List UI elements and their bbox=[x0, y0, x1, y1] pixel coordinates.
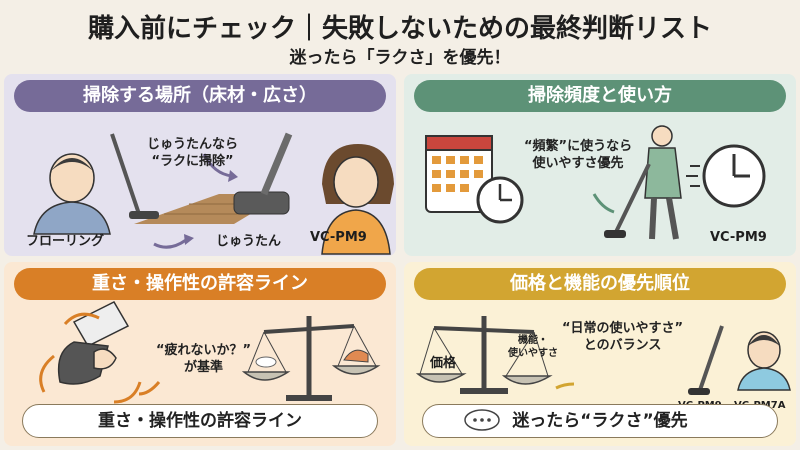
calendar-icon bbox=[425, 135, 493, 213]
frequency-illustration bbox=[425, 125, 766, 240]
stick-vacuum-icon bbox=[688, 325, 724, 395]
thought-bubble-icon bbox=[464, 409, 500, 431]
label-carpet: じゅうたん bbox=[216, 234, 282, 249]
speech-bubble: じゅうたんなら “ラクに掃除” bbox=[147, 137, 239, 169]
model-label: VC-PM9 bbox=[310, 230, 367, 245]
weight-illustration bbox=[39, 301, 381, 404]
speech-bubble: “疲れないか？” が基準 bbox=[156, 343, 252, 375]
man-icon bbox=[33, 153, 111, 235]
woman-icon bbox=[321, 144, 394, 255]
model-label: VC-PM9 bbox=[710, 230, 767, 245]
panel-cleaning-place: 掃除する場所（床材・広さ） じゅうたんなら “ラクに掃除” フ bbox=[4, 74, 396, 256]
hand-gripping-vacuum-icon bbox=[39, 301, 161, 404]
panel-frequency: 掃除頻度と使い方 bbox=[404, 74, 796, 256]
footer-bar: 重さ・操作性の許容ライン bbox=[22, 404, 378, 438]
footer-bar: 迷ったら“ラクさ”優先 bbox=[422, 404, 778, 438]
footer-text: 迷ったら“ラクさ”優先 bbox=[512, 411, 688, 431]
scale-label-function: 機能・ 使いやすさ bbox=[508, 335, 558, 359]
panel-heading: 重さ・操作性の許容ライン bbox=[14, 268, 386, 300]
price-illustration bbox=[415, 316, 791, 395]
speech-bubble: “頻繁”に使うなら 使いやすさ優先 bbox=[524, 139, 633, 171]
header: 購入前にチェック｜失敗しないための最終判断リスト 迷ったら「ラクさ」を優先！ bbox=[0, 0, 800, 72]
man-icon bbox=[737, 331, 791, 391]
clock-icon bbox=[476, 176, 524, 224]
scale-label-price: 価格 bbox=[430, 356, 457, 371]
panel-price: 価格と機能の優先順位 価格 機能・ 使いやすさ “日常の使いやすさ” とのバラン… bbox=[404, 262, 796, 446]
clock-icon-large bbox=[686, 144, 766, 208]
balance-scale-icon bbox=[415, 316, 553, 394]
woman-vacuuming-icon bbox=[604, 125, 682, 240]
balance-scale-icon bbox=[241, 316, 381, 401]
panel-heading: 掃除頻度と使い方 bbox=[414, 80, 786, 112]
floor-scene-illustration bbox=[33, 132, 394, 255]
panel-heading: 価格と機能の優先順位 bbox=[414, 268, 786, 300]
label-flooring: フローリング bbox=[26, 234, 105, 249]
panel-weight: 重さ・操作性の許容ライン “疲れないか？” が基準 重さ・操作性の許容ライン bbox=[4, 262, 396, 446]
speech-bubble: “日常の使いやすさ” とのバランス bbox=[562, 321, 684, 353]
page-subtitle: 迷ったら「ラクさ」を優先！ bbox=[289, 48, 511, 68]
page-title: 購入前にチェック｜失敗しないための最終判断リスト bbox=[87, 14, 712, 44]
panel-heading: 掃除する場所（床材・広さ） bbox=[14, 80, 386, 112]
